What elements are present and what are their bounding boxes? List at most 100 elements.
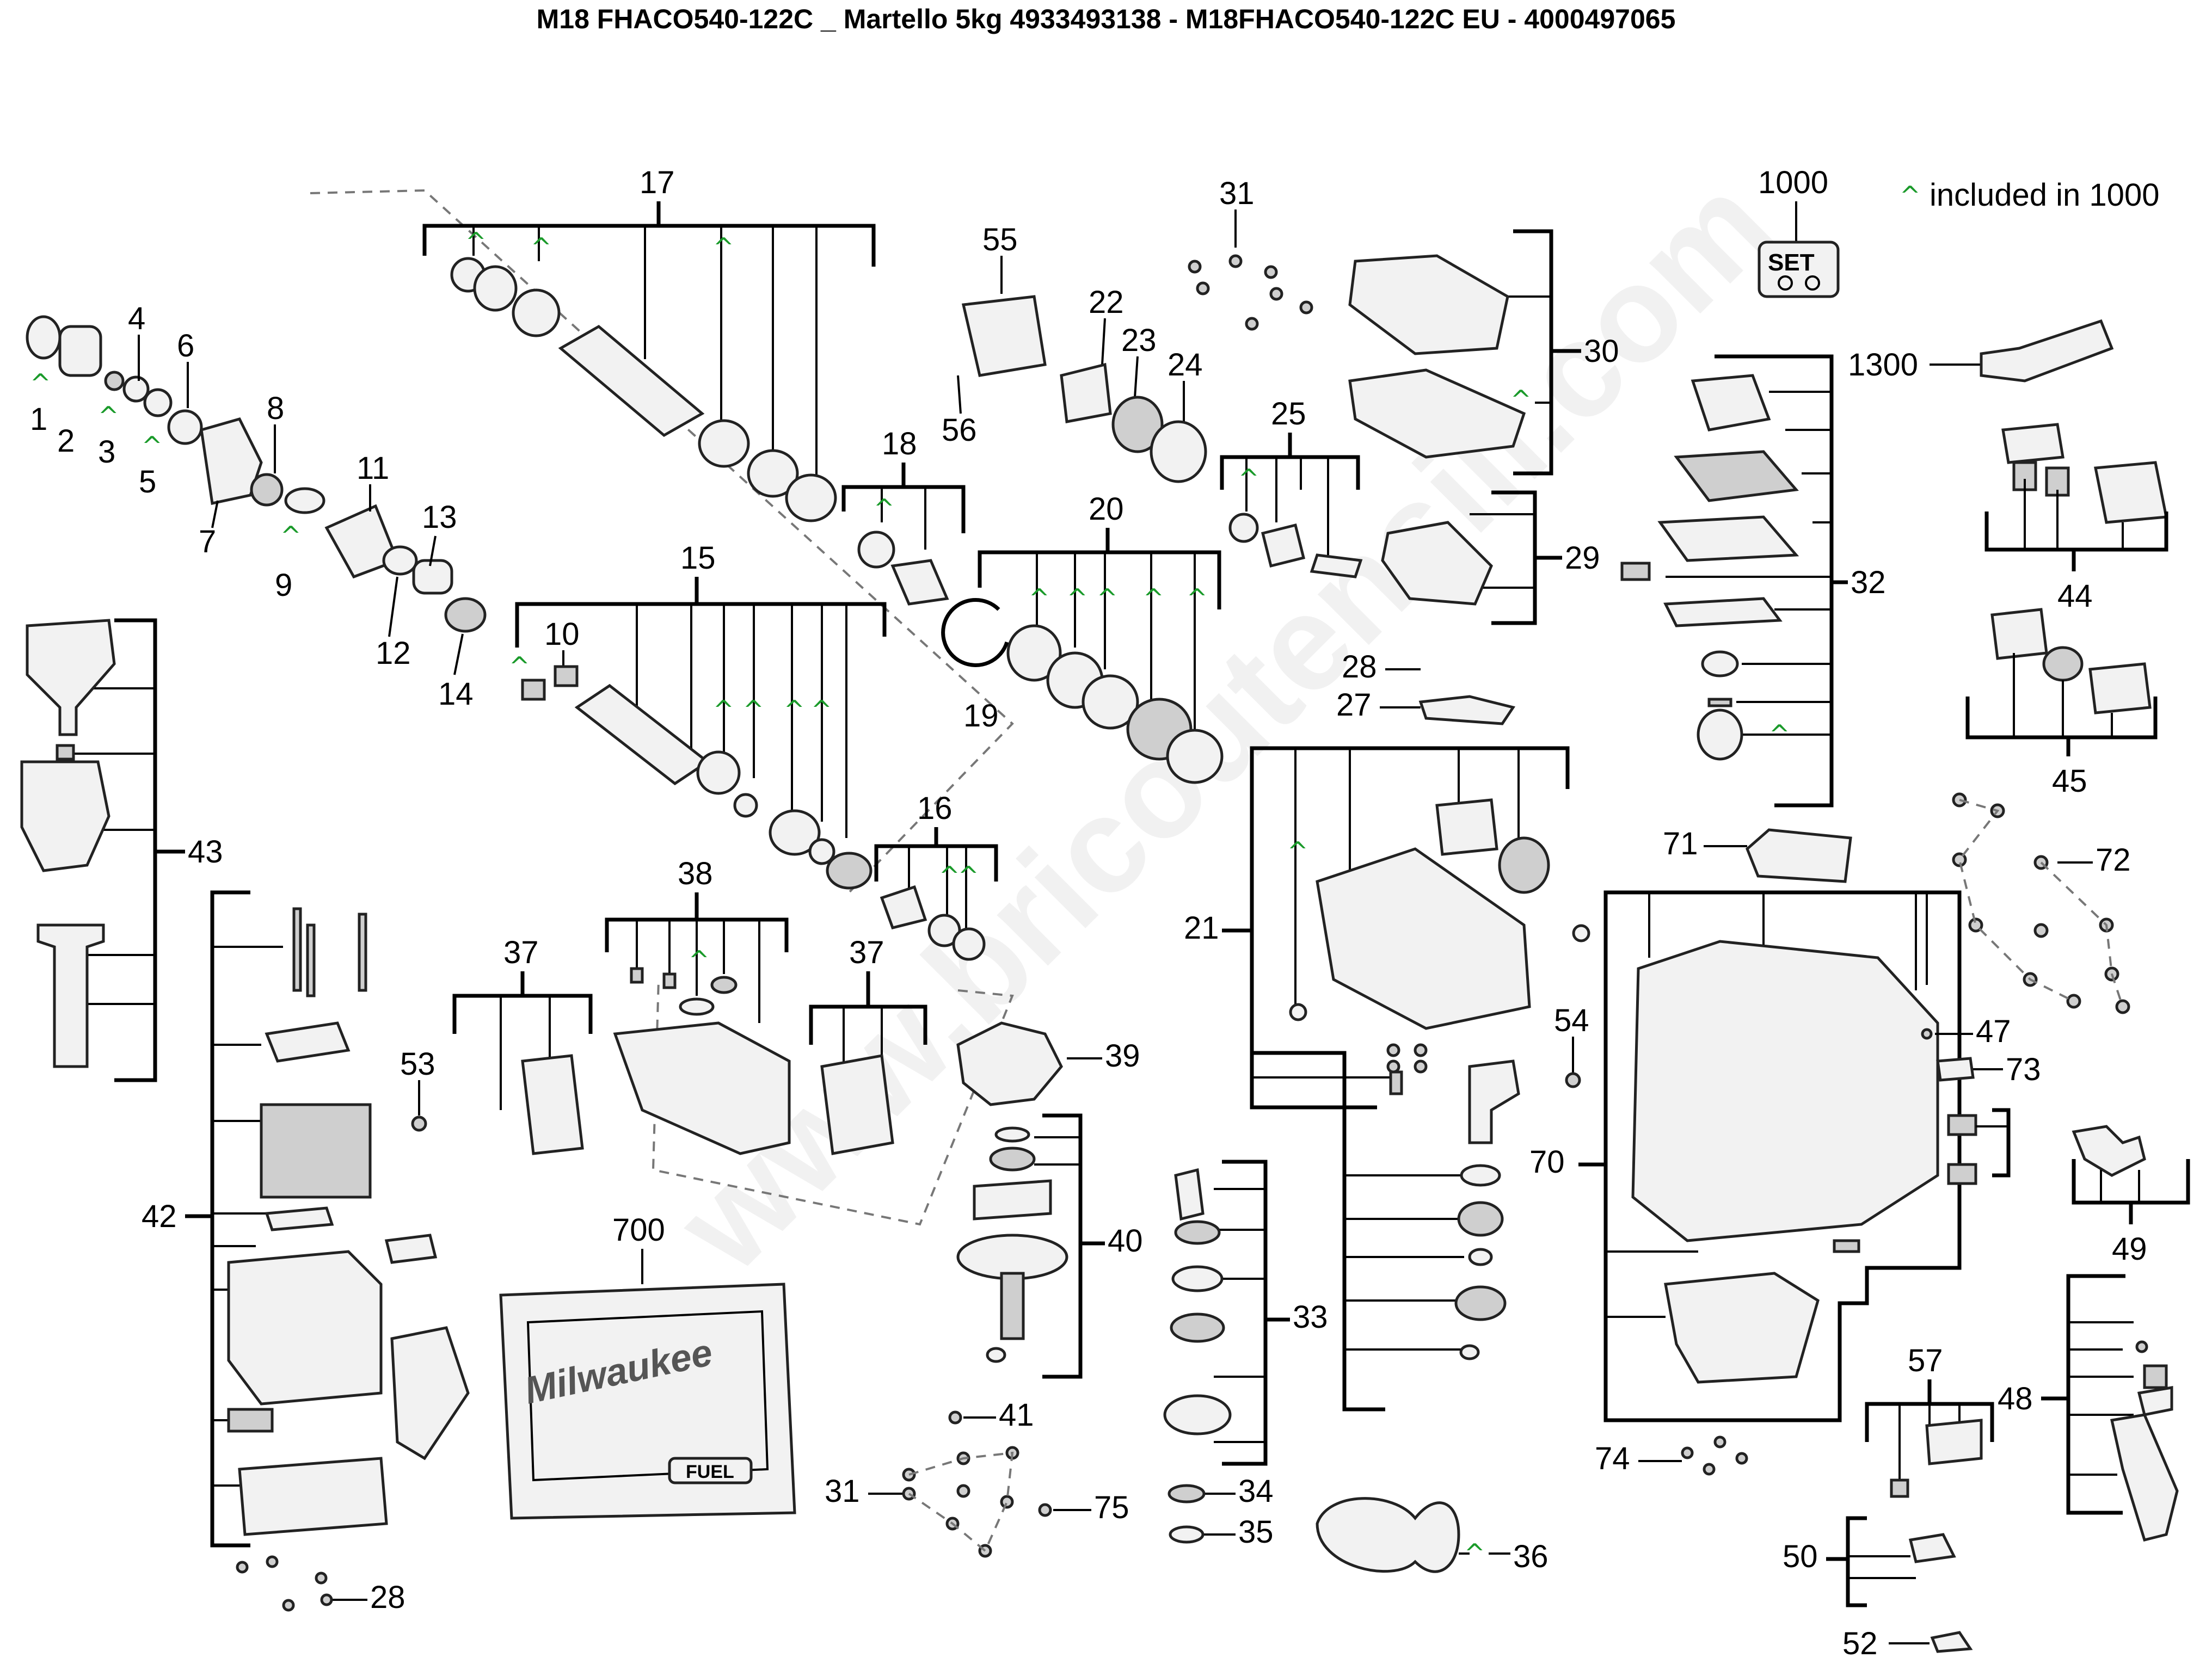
- label-8: 8: [267, 391, 284, 426]
- label-17: 17: [640, 165, 675, 200]
- assembly-guide-line-2: [652, 979, 1014, 1226]
- planetary-gear-parts: [1163, 1168, 1232, 1435]
- motor-housing-icon: [1631, 940, 1939, 1384]
- gear-parts: [1060, 362, 1207, 483]
- label-4: 4: [128, 301, 145, 336]
- included-marker-icon: ^: [1029, 583, 1050, 613]
- screws-28: [236, 1555, 333, 1612]
- label-13: 13: [422, 500, 457, 535]
- label-72: 72: [2096, 842, 2131, 878]
- set-badge-text: SET: [1768, 249, 1815, 276]
- included-marker-icon: ^: [939, 861, 960, 890]
- label-21: 21: [1184, 910, 1219, 946]
- label-1: 1: [30, 402, 47, 437]
- o-ring-icon: [857, 531, 895, 569]
- included-marker-icon: ^: [713, 232, 734, 262]
- included-marker-icon: ^: [689, 945, 710, 975]
- label-44: 44: [2057, 578, 2093, 614]
- included-marker-icon: ^: [743, 695, 764, 724]
- label-39: 39: [1105, 1038, 1140, 1074]
- housing-screws: [1952, 792, 2130, 1014]
- label-6: 6: [177, 328, 194, 363]
- label-54: 54: [1554, 1003, 1589, 1038]
- included-marker-icon: ^: [811, 695, 832, 724]
- included-marker-icon: ^: [1287, 836, 1308, 866]
- label-74: 74: [1595, 1441, 1630, 1476]
- piston-icon: [890, 559, 949, 606]
- label-48: 48: [1998, 1381, 2033, 1416]
- included-marker-icon: ^: [30, 368, 51, 398]
- label-73: 73: [2006, 1052, 2041, 1087]
- label-15: 15: [680, 540, 716, 576]
- label-1000: 1000: [1758, 165, 1828, 200]
- brush-holder-parts: [1990, 423, 2168, 714]
- included-marker-icon: ^: [1187, 583, 1208, 613]
- rotor-parts: [956, 1126, 1068, 1363]
- label-31b: 31: [825, 1474, 860, 1509]
- label-42: 42: [142, 1199, 177, 1234]
- cap-icon: [1930, 1631, 1973, 1653]
- switch-lever-icon: [2072, 1125, 2146, 1177]
- handle-parts: [2110, 1340, 2179, 1542]
- label-11: 11: [357, 451, 389, 486]
- label-23: 23: [1121, 323, 1157, 358]
- battery-indicator-icon: [1925, 1419, 1983, 1465]
- fan-icon: [956, 1021, 1063, 1106]
- set-icon: SET: [1758, 241, 1840, 298]
- included-marker-icon: ^: [1067, 583, 1088, 613]
- label-45: 45: [2052, 763, 2087, 799]
- included-marker-icon: ^: [1769, 719, 1790, 749]
- cover-plate-icon: [521, 1054, 584, 1155]
- included-marker-icon: ^: [465, 227, 487, 256]
- label-47: 47: [1976, 1014, 2011, 1049]
- crank-bearing-icon: [1261, 523, 1306, 568]
- gear-housing-seals: [1006, 624, 1224, 784]
- included-marker-icon: ^: [874, 494, 895, 523]
- page-title: M18 FHACO540-122C _ Martello 5kg 4933493…: [536, 4, 1676, 34]
- label-35: 35: [1238, 1514, 1274, 1550]
- included-marker-icon: ^: [1238, 464, 1259, 493]
- screws-lower: [902, 1410, 1052, 1558]
- connecting-rod-icon: [1310, 553, 1363, 578]
- legend-text: included in 1000: [1930, 177, 2159, 213]
- label-55: 55: [982, 222, 1018, 257]
- label-38: 38: [678, 856, 713, 891]
- label-28a: 28: [1342, 649, 1377, 685]
- label-16: 16: [917, 791, 953, 826]
- assembly-guide-line: [310, 189, 1014, 893]
- label-30: 30: [1584, 334, 1619, 369]
- front-end-parts: [26, 315, 487, 633]
- label-12: 12: [376, 636, 411, 671]
- seal-ring-icon: [1316, 1497, 1460, 1573]
- included-marker-icon: ^: [1143, 583, 1164, 613]
- label-14: 14: [438, 676, 474, 712]
- included-marker-icon: ^: [280, 521, 302, 550]
- label-19: 19: [963, 698, 999, 734]
- gasket-icon: [1348, 368, 1526, 459]
- label-22: 22: [1089, 285, 1124, 320]
- screws-74: [1681, 1435, 1748, 1476]
- label-plate-icon: [1746, 828, 1852, 883]
- label-29: 29: [1565, 540, 1600, 576]
- label-71: 71: [1663, 826, 1698, 861]
- label-32: 32: [1851, 565, 1886, 600]
- label-33: 33: [1293, 1299, 1328, 1335]
- crank-housing-icon: [1381, 521, 1493, 606]
- label-3: 3: [98, 434, 115, 470]
- included-marker-icon: ^: [784, 695, 805, 724]
- label-70: 70: [1529, 1144, 1565, 1180]
- label-37a: 37: [503, 935, 539, 970]
- motor-parts: [227, 907, 470, 1536]
- label-10: 10: [544, 617, 580, 652]
- label-5: 5: [139, 464, 156, 500]
- included-marker-icon: ^: [142, 431, 163, 460]
- included-marker-icon: ^: [531, 232, 552, 262]
- circlip-icon: [941, 598, 1009, 667]
- carry-case-icon: Milwaukee FUEL: [499, 1283, 796, 1520]
- included-marker-icon: ^: [509, 651, 530, 681]
- label-56: 56: [942, 412, 977, 448]
- label-53: 53: [400, 1046, 435, 1082]
- cover-icon: [1908, 1533, 1956, 1563]
- clutch-sleeve-icon: [961, 295, 1047, 377]
